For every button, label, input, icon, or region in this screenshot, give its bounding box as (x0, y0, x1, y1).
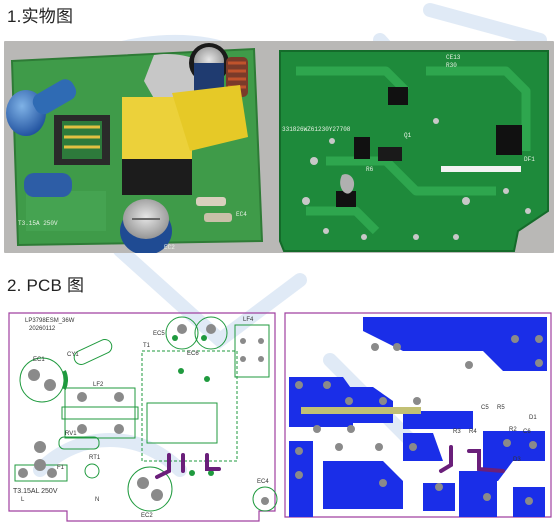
refdes-ec2: EC2 (141, 513, 153, 519)
refdes-n: N (95, 497, 99, 503)
refdes-ec5: EC5 (153, 331, 165, 337)
marking-fuse: T3.15A 250V (18, 220, 58, 227)
marking-ec4: EC4 (236, 211, 247, 218)
pcb-layout-bottom: C5 R5 R2 R4 R3 C6 D1 D3 (283, 311, 554, 523)
refdes-rt1: RT1 (89, 455, 101, 461)
refdes-d3: D3 (513, 457, 521, 463)
refdes-ec1: EC1 (33, 357, 45, 363)
fuse-rating-label: T3.15AL 250V (13, 488, 58, 495)
component-board-illustration: EC4 EC2 T3.15A 250V (6, 43, 264, 253)
marking-serial: 331826WZ61230Y27708 (282, 126, 351, 133)
refdes-t1: T1 (143, 343, 151, 349)
refdes-l: L (21, 497, 25, 503)
refdes-ec4: EC4 (257, 479, 269, 485)
photo-component-side: EC4 EC2 T3.15A 250V (4, 41, 268, 253)
refdes-cy1: CY1 (67, 352, 79, 358)
solder-board-illustration: 331826WZ61230Y27708 CE13 R30 R6 Q1 DF1 (279, 50, 549, 252)
refdes-c5: C5 (481, 405, 489, 411)
marking-q1: Q1 (404, 132, 412, 139)
refdes-c6: C6 (523, 429, 531, 435)
pcb-layout-top: LP3798ESM_36W 20260112 EC1 CY1 LF2 T1 EC… (7, 311, 280, 523)
section-title-real-photo: 1.实物图 (7, 7, 74, 26)
marking-r6: R6 (366, 166, 374, 173)
refdes-r4: R4 (469, 429, 477, 435)
marking-r30: R30 (446, 62, 457, 69)
refdes-rv1: RV1 (65, 431, 77, 437)
pcb-board-label: LP3798ESM_36W (25, 318, 75, 324)
refdes-r5: R5 (497, 405, 505, 411)
refdes-d1: D1 (529, 415, 537, 421)
refdes-r2: R2 (509, 427, 517, 433)
refdes-lf2: LF2 (93, 382, 104, 388)
refdes-f1: F1 (57, 465, 65, 471)
pcb-bottom-drawing: C5 R5 R2 R4 R3 C6 D1 D3 (284, 312, 552, 518)
marking-df1: DF1 (524, 156, 535, 163)
pcb-date-label: 20260112 (29, 326, 56, 332)
refdes-ec6: EC6 (187, 351, 199, 357)
photo-solder-side: 331826WZ61230Y27708 CE13 R30 R6 Q1 DF1 (266, 41, 554, 253)
marking-ce13: CE13 (446, 54, 461, 61)
refdes-r3: R3 (453, 429, 461, 435)
refdes-lf4: LF4 (243, 317, 254, 323)
section-title-pcb: 2. PCB 图 (7, 276, 85, 295)
pcb-top-drawing: LP3798ESM_36W 20260112 EC1 CY1 LF2 T1 EC… (8, 312, 278, 522)
marking-ec2: EC2 (164, 244, 175, 251)
